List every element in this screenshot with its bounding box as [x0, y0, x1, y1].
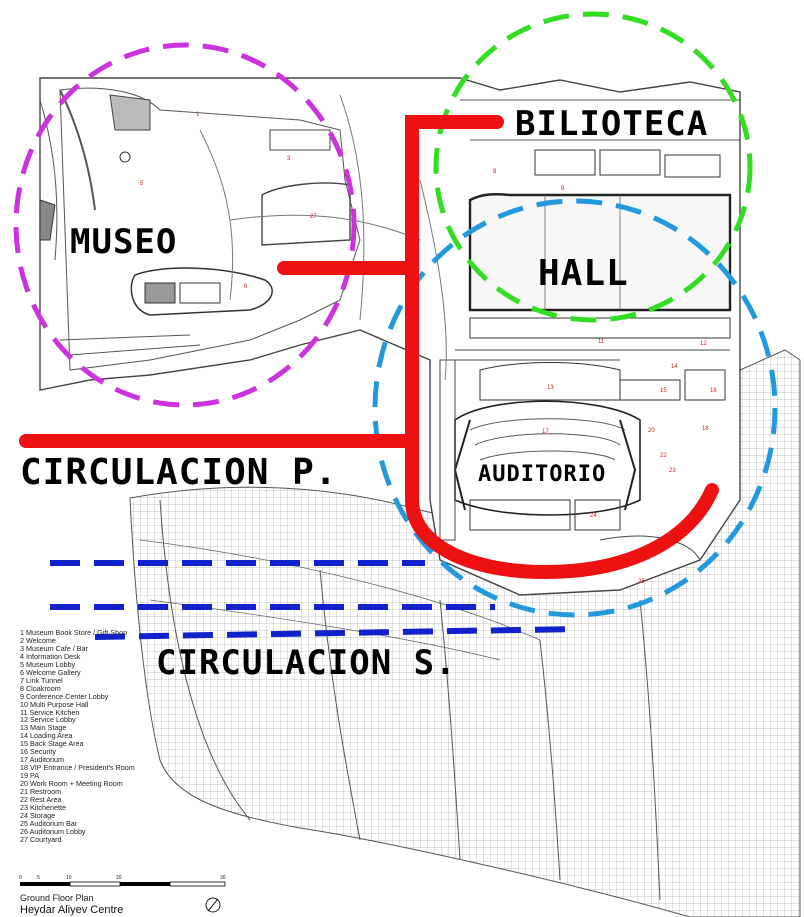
room-number: 3	[287, 156, 291, 162]
primary-circulation-path	[19, 115, 719, 580]
room-number: 9	[561, 186, 565, 192]
room-legend: 1 Museum Book Store / Gift Shop 2 Welcom…	[20, 629, 160, 844]
plan-title: Ground Floor Plan	[20, 893, 94, 903]
room-number: 5	[140, 181, 144, 187]
room-number: 13	[547, 385, 554, 391]
scale-tick: 5	[37, 875, 40, 881]
legend-item: 10 Multi Purpose Hall	[20, 699, 89, 709]
room-number: 8	[493, 169, 497, 175]
auditorio-label: AUDITORIO	[478, 462, 607, 487]
room-number: 22	[660, 453, 667, 459]
room-number: 24	[590, 513, 597, 519]
legend-item: 9 Conference Center Lobby	[20, 691, 109, 701]
museo-zone-circle	[13, 42, 357, 408]
legend-item: 12 Service Lobby	[20, 715, 76, 725]
legend-item: 2 Welcome	[20, 635, 56, 645]
room-number: 18	[702, 426, 709, 432]
room-number: 12	[700, 341, 707, 347]
legend-item: 7 Link Tunnel	[20, 675, 63, 685]
museo-label: MUSEO	[70, 222, 178, 262]
room-number: 1	[196, 112, 200, 118]
biblioteca-label: BILIOTECA	[515, 104, 709, 144]
legend-item: 17 Auditorium	[20, 755, 64, 765]
room-number: 6	[244, 284, 248, 290]
secondary-circulation-path	[50, 560, 579, 640]
legend-item: 11 Service Kitchen	[20, 707, 80, 717]
scale-bar: 0 5 10 20 30	[19, 875, 226, 887]
legend-item: 14 Loading Area	[20, 731, 73, 741]
legend-item: 20 Work Room + Meeting Room	[20, 779, 123, 789]
legend-item: 16 Security	[20, 747, 56, 757]
building-name: Heydar Aliyev Centre	[20, 904, 124, 916]
legend-item: 5 Museum Lobby	[20, 659, 76, 669]
legend-item: 3 Museum Cafe / Bar	[20, 643, 88, 653]
circulacion-secondary-label: CIRCULACION S.	[156, 643, 457, 683]
room-number: 16	[710, 388, 717, 394]
legend-item: 8 Cloakroom	[20, 683, 61, 693]
north-arrow-icon	[205, 897, 221, 913]
legend-item: 6 Welcome Gallery	[20, 667, 81, 677]
legend-item: 13 Main Stage	[20, 723, 67, 733]
scale-tick: 0	[19, 875, 22, 881]
legend-item: 15 Back Stage Area	[20, 739, 84, 749]
room-number: 14	[671, 364, 678, 370]
legend-item: 18 VIP Entrance / President's Room	[20, 763, 135, 773]
biblioteca-zone-circle	[433, 11, 753, 323]
scale-tick: 30	[220, 875, 226, 881]
circulacion-primary-label: CIRCULACION P.	[20, 452, 338, 493]
legend-item: 1 Museum Book Store / Gift Shop	[20, 628, 128, 637]
legend-item: 21 Restroom	[20, 787, 62, 797]
scale-tick: 20	[116, 875, 122, 881]
legend-item: 4 Information Desk	[20, 651, 81, 661]
legend-item: 25 Auditorium Bar	[20, 818, 78, 828]
legend-item: 26 Auditorium Lobby	[20, 826, 86, 836]
room-number: 11	[598, 339, 605, 345]
room-number: 27	[310, 214, 317, 220]
room-number: 20	[648, 428, 655, 434]
legend-item: 19 PA	[20, 771, 40, 781]
legend-item: 23 Kitchenette	[20, 802, 66, 812]
scale-tick: 10	[66, 875, 72, 881]
legend-item: 22 Rest Area	[20, 795, 62, 805]
legend-item: 27 Courtyard	[20, 834, 62, 844]
room-number: 17	[542, 429, 549, 435]
room-number: 15	[660, 388, 667, 394]
legend-item: 24 Storage	[20, 810, 56, 820]
room-number: 23	[669, 468, 676, 474]
room-number: 25	[638, 579, 645, 585]
auditorio-zone-circle	[372, 198, 778, 618]
hall-label: HALL	[538, 253, 629, 294]
